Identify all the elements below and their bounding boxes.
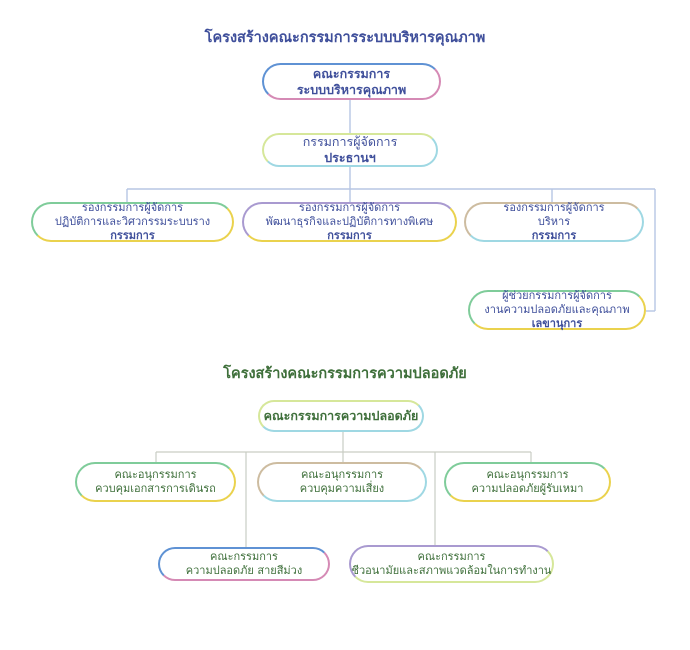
doc-control-line1: คณะอนุกรรมการ [114,468,197,482]
quality-committee-line2: ระบบบริหารคุณภาพ [296,81,407,97]
assistant-md-node: ผู้ช่วยกรรมการผู้จัดการ งานความปลอดภัยแล… [468,289,646,330]
occupational-health-line2: ชีวอนามัยและสภาพแวดล้อมในการทำงาน [351,564,552,577]
purple-line-safety-line1: คณะกรรมการ [210,550,278,564]
vp-operations-line1: รองกรรมการผู้จัดการ [81,201,184,215]
quality-committee-node: คณะกรรมการ ระบบบริหารคุณภาพ [262,63,441,100]
vp-business-line3: กรรมการ [327,228,372,242]
safety-committee-line1: คณะกรรมการความปลอดภัย [263,408,419,424]
managing-director-node: กรรมการผู้จัดการ ประธานฯ [262,133,438,167]
safety-chart-title: โครงสร้างคณะกรรมการความปลอดภัย [223,366,467,382]
managing-director-line2: ประธานฯ [324,150,376,165]
contractor-safety-line2: ความปลอดภัยผู้รับเหมา [471,482,584,495]
safety-committee-node: คณะกรรมการความปลอดภัย [258,400,424,432]
assistant-md-line2: งานความปลอดภัยและคุณภาพ [484,303,630,317]
occupational-health-committee-node: คณะกรรมการ ชีวอนามัยและสภาพแวดล้อมในการท… [349,545,554,583]
risk-control-line2: ควบคุมความเสี่ยง [299,482,385,495]
vp-business-node: รองกรรมการผู้จัดการ พัฒนาธุรกิจและปฏิบัต… [242,201,457,242]
contractor-safety-line1: คณะอนุกรรมการ [486,468,569,482]
occupational-health-line1: คณะกรรมการ [417,550,486,564]
contractor-safety-subcommittee-node: คณะอนุกรรมการ ความปลอดภัยผู้รับเหมา [444,462,611,502]
vp-operations-line2: ปฏิบัติการและวิศวกรรมระบบราง [54,215,211,229]
quality-chart-title: โครงสร้างคณะกรรมการระบบบริหารคุณภาพ [204,30,486,46]
vp-business-line2: พัฒนาธุรกิจและปฏิบัติการทางพิเศษ [265,215,434,229]
doc-control-subcommittee-node: คณะอนุกรรมการ ควบคุมเอกสารการเดินรถ [75,462,236,502]
managing-director-line1: กรรมการผู้จัดการ [302,134,398,150]
purple-line-safety-committee-node: คณะกรรมการ ความปลอดภัย สายสีม่วง [158,547,330,581]
vp-admin-line2: บริหาร [537,215,571,229]
vp-admin-line1: รองกรรมการผู้จัดการ [503,201,605,215]
doc-control-line2: ควบคุมเอกสารการเดินรถ [95,482,216,495]
purple-line-safety-line2: ความปลอดภัย สายสีม่วง [185,564,303,577]
risk-control-line1: คณะอนุกรรมการ [300,468,384,482]
assistant-md-line1: ผู้ช่วยกรรมการผู้จัดการ [502,289,612,303]
vp-operations-line3: กรรมการ [110,228,155,242]
vp-admin-node: รองกรรมการผู้จัดการ บริหาร กรรมการ [464,201,644,242]
vp-business-line1: รองกรรมการผู้จัดการ [298,201,401,215]
risk-control-subcommittee-node: คณะอนุกรรมการ ควบคุมความเสี่ยง [257,462,427,502]
vp-admin-line3: กรรมการ [531,228,577,242]
assistant-md-line3: เลขานุการ [531,316,583,330]
quality-committee-line1: คณะกรรมการ [312,65,391,81]
vp-operations-node: รองกรรมการผู้จัดการ ปฏิบัติการและวิศวกรร… [31,201,234,242]
